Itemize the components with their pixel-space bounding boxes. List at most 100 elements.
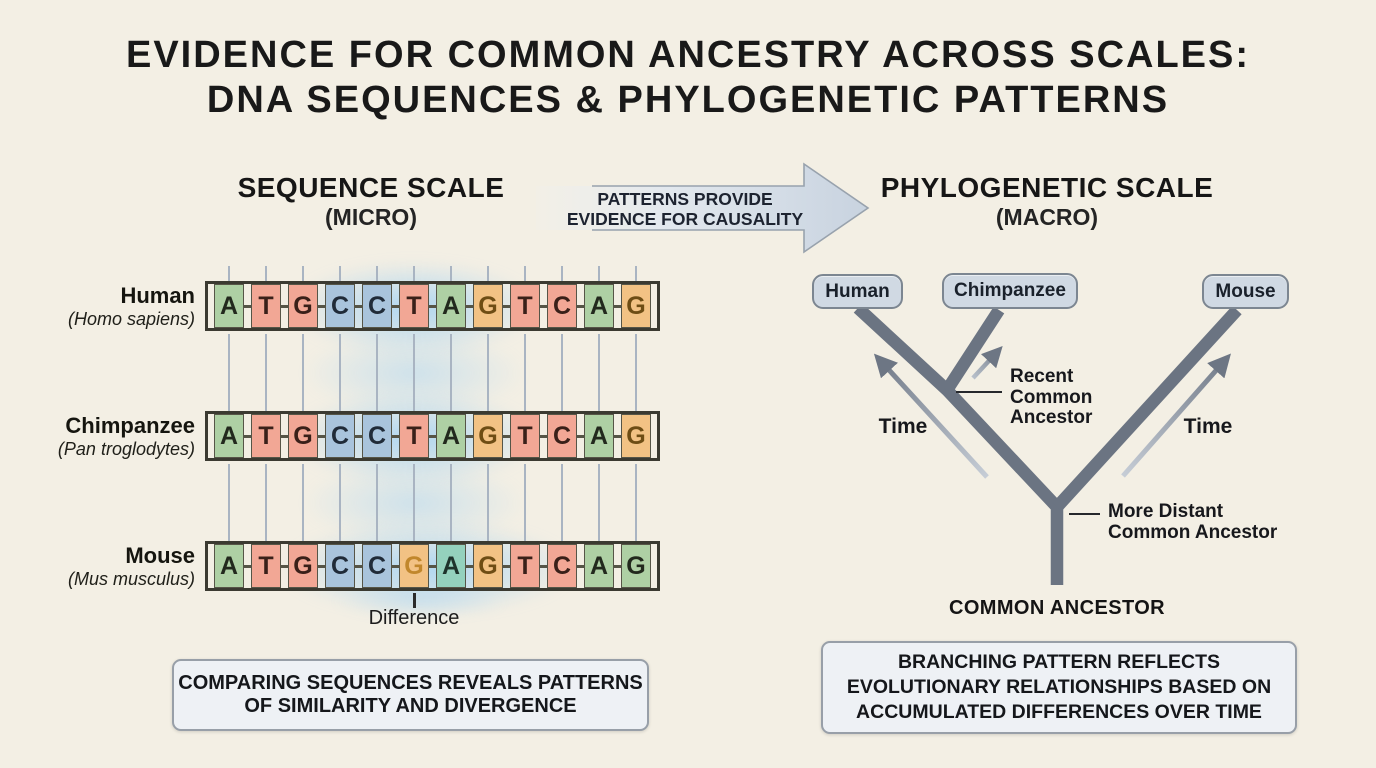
base-bond [392,435,399,438]
base-bond [614,565,621,568]
sequence-connector-stub [635,266,637,281]
dna-base-box: C [547,414,577,458]
sequence-rail [205,411,660,414]
sequence-connector [265,464,267,541]
sequence-connector-stub [228,266,230,281]
sequence-connector-stub [450,266,452,281]
dna-base-box: G [288,414,318,458]
base-bond [244,565,251,568]
species-label-mouse: Mouse (Mus musculus) [10,543,195,591]
sequence-connector [413,464,415,541]
dna-base-box: A [436,544,466,588]
dna-base-box: G [288,544,318,588]
sequence-connector [524,464,526,541]
base-bond [318,435,325,438]
branching-caption-line-2: EVOLUTIONARY RELATIONSHIPS BASED ON [846,676,1272,698]
sequence-end-cap [205,541,208,591]
dna-base-box: T [399,414,429,458]
sequence-scale-subheading: (MICRO) [325,204,417,230]
base-bond [318,565,325,568]
sequence-rail [205,281,660,284]
sequence-connector [228,334,230,411]
sequence-connector [561,334,563,411]
dna-base-box: G [621,414,651,458]
sequence-scale-heading: SEQUENCE SCALE [237,172,505,203]
sequence-end-cap [657,541,660,591]
difference-tick [413,593,416,608]
dna-base-box: C [362,544,392,588]
sequence-connector-stub [561,266,563,281]
base-bond [614,305,621,308]
base-bond [355,565,362,568]
dna-base-box: T [510,544,540,588]
dna-base-box: G [399,544,429,588]
dna-base-box: T [510,414,540,458]
dna-base-box: T [251,414,281,458]
sequence-connector-stub [524,266,526,281]
sequence-rail [205,541,660,544]
base-bond [355,305,362,308]
sequence-connector [228,464,230,541]
page-title-line-2: DNA SEQUENCES & PHYLOGENETIC PATTERNS [206,79,1170,121]
sequence-connector [561,464,563,541]
sequence-end-cap [657,281,660,331]
causality-arrow-label-line-1: PATTERNS PROVIDE [597,189,773,209]
branching-caption-line-1: BRANCHING PATTERN REFLECTS [897,651,1221,673]
sequence-caption-line-2: OF SIMILARITY AND DIVERGENCE [244,695,577,717]
sequence-connector [487,464,489,541]
recent-common-ancestor-line-3: Ancestor [1010,407,1093,428]
more-distant-common-ancestor-label: More Distant Common Ancestor [1108,501,1278,543]
difference-label: Difference [368,607,460,629]
base-bond [577,565,584,568]
dna-base-box: A [584,284,614,328]
time-label-left: Time [878,415,928,438]
base-bond [503,305,510,308]
dna-base-box: A [214,414,244,458]
species-name-human: Human [120,283,195,308]
sequence-connector [635,334,637,411]
species-name-mouse: Mouse [125,543,195,568]
dna-base-box: C [547,284,577,328]
phylogenetic-scale-subheading: (MACRO) [995,204,1099,230]
sequence-connector [302,334,304,411]
branching-caption-line-3: ACCUMULATED DIFFERENCES OVER TIME [856,701,1262,723]
species-latin-chimpanzee: (Pan troglodytes) [57,439,195,459]
sequence-connector [302,464,304,541]
base-bond [429,565,436,568]
sequence-connector-stub [413,266,415,281]
dna-base-box: G [473,284,503,328]
base-bond [244,305,251,308]
dna-base-box: G [473,414,503,458]
sequence-end-cap [657,411,660,461]
tree-branch-human-trunk [853,303,1064,585]
more-distant-common-ancestor-line-2: Common Ancestor [1108,521,1278,543]
base-bond [281,305,288,308]
base-bond [540,435,547,438]
sequence-connector [635,464,637,541]
sequence-end-cap [205,281,208,331]
dna-base-box: C [325,414,355,458]
dna-base-box: A [584,544,614,588]
dna-base-box: G [288,284,318,328]
page-title: EVIDENCE FOR COMMON ANCESTRY ACROSS SCAL… [0,33,1376,123]
base-bond [281,565,288,568]
dna-base-box: A [214,544,244,588]
more-distant-common-ancestor-line-1: More Distant [1108,501,1224,522]
dna-base-box: G [621,284,651,328]
species-latin-human: (Homo sapiens) [67,309,195,329]
dna-base-box: C [325,284,355,328]
phylogenetic-scale-heading: PHYLOGENETIC SCALE [880,172,1214,203]
species-label-human: Human (Homo sapiens) [10,283,195,331]
dna-base-box: G [621,544,651,588]
sequence-rail [205,328,660,331]
sequence-connector [339,334,341,411]
base-bond [503,565,510,568]
species-name-chimpanzee: Chimpanzee [65,413,195,438]
base-bond [540,305,547,308]
dna-base-box: C [325,544,355,588]
base-bond [466,305,473,308]
base-bond [429,435,436,438]
dna-base-box: A [436,414,466,458]
